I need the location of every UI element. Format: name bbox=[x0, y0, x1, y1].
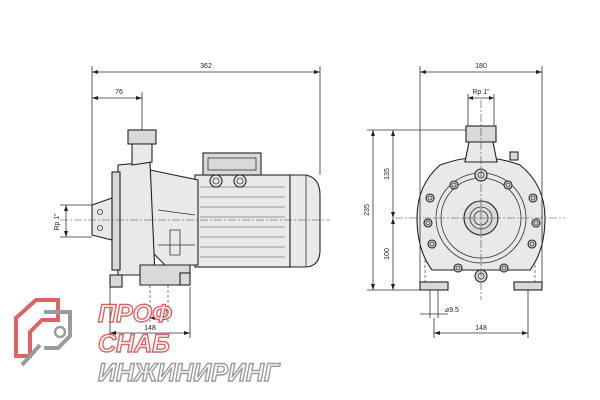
cable-gland-2 bbox=[233, 174, 247, 188]
overall-width-label: 180 bbox=[475, 63, 487, 70]
motor-end-cover bbox=[289, 174, 321, 268]
pump-bracket bbox=[149, 169, 199, 266]
foot-spacing-label: 75 bbox=[164, 310, 172, 317]
cable-gland-1 bbox=[209, 174, 223, 188]
front-dimensions: 180 Rp 1" 235 135 100 ⌀9.5 bbox=[364, 63, 543, 338]
watermark-line-3: ИНЖИНИРИНГ bbox=[98, 359, 281, 387]
watermark-line-2: СНАБ bbox=[98, 330, 170, 358]
front-foot-right bbox=[513, 281, 543, 291]
front-foot-left bbox=[419, 281, 449, 291]
watermark-logo-icon bbox=[14, 298, 72, 367]
outlet-thread-label: Rp 1" bbox=[472, 89, 490, 96]
overall-length-label: 362 bbox=[200, 63, 212, 70]
side-foot-width-label: 148 bbox=[144, 325, 156, 332]
motor-cooling-fins bbox=[200, 186, 285, 258]
axis-height-label: 100 bbox=[384, 248, 391, 260]
watermark-line-1: ПРОФ bbox=[98, 300, 172, 328]
inlet-thread-label: Rp 1" bbox=[54, 213, 61, 231]
upper-height-label: 135 bbox=[384, 168, 391, 180]
overall-height-label: 235 bbox=[364, 204, 371, 216]
outlet-port bbox=[127, 129, 157, 145]
terminal-box bbox=[202, 152, 262, 176]
side-dimensions: 362 76 Rp 1" 75 148 bbox=[54, 63, 321, 338]
inlet-flange bbox=[91, 197, 113, 241]
front-foot-width-label: 148 bbox=[475, 325, 487, 332]
front-view bbox=[395, 100, 565, 300]
inlet-offset-label: 76 bbox=[115, 89, 123, 96]
side-view bbox=[60, 129, 330, 322]
hole-diameter-label: ⌀9.5 bbox=[445, 307, 459, 314]
company-watermark: ПРОФ СНАБ ИНЖИНИРИНГ bbox=[14, 298, 282, 388]
pump-casing bbox=[117, 161, 156, 276]
motor-housing bbox=[194, 174, 291, 268]
